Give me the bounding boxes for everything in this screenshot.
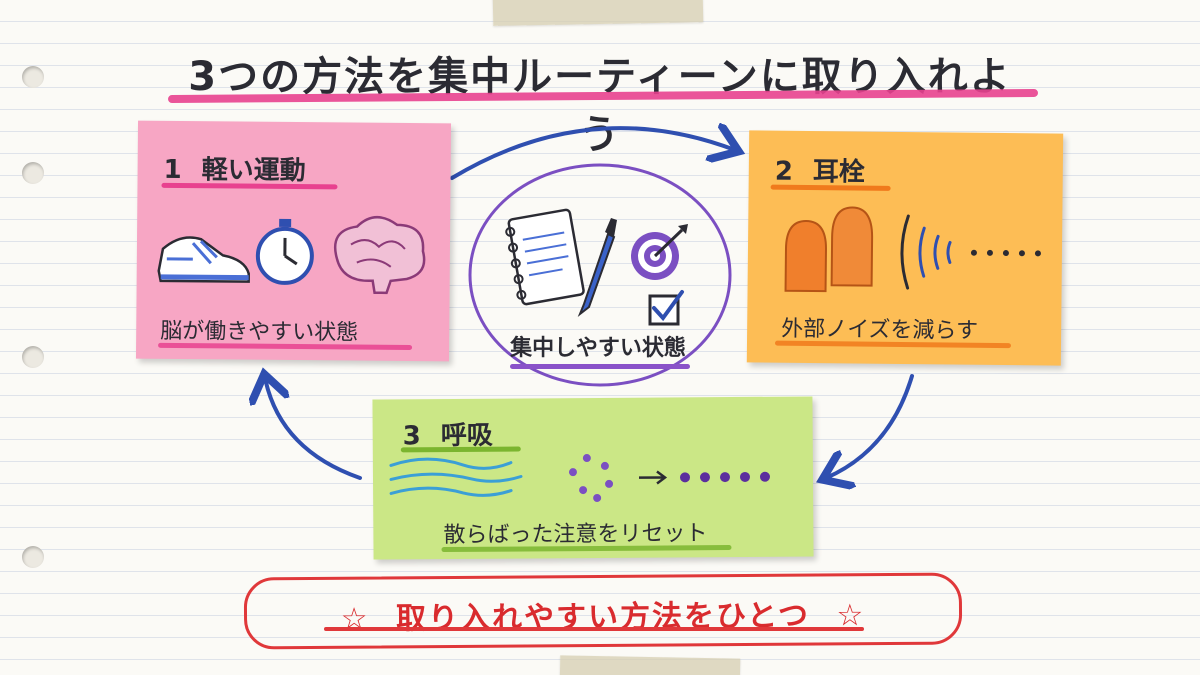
sneaker-icon	[157, 236, 250, 283]
arrow-right-icon	[638, 470, 668, 485]
method-note-1: 1 軽い運動 脳が働きやすい状態	[135, 120, 452, 362]
summary-banner: ☆ 取り入れやすい方法をひとつ ☆	[243, 572, 963, 650]
earplugs-icon	[784, 206, 874, 293]
binder-hole	[22, 546, 44, 568]
method-2-name: 耳栓	[812, 157, 866, 188]
banner-text: ☆ 取り入れやすい方法をひとつ ☆	[247, 590, 959, 639]
method-1-heading-underline	[161, 182, 338, 190]
center-icons	[505, 208, 688, 326]
banner-underline	[324, 627, 864, 631]
method-note-2: 2 耳栓 外部ノイズを減らす	[746, 130, 1064, 366]
scattered-dots-icon	[568, 454, 614, 502]
arrow-1-to-2	[450, 128, 735, 180]
method-1-name: 軽い運動	[201, 155, 306, 187]
method-1-number: 1	[163, 154, 182, 186]
notebook-icon	[505, 208, 585, 306]
method-2-caption: 外部ノイズを減らす	[781, 316, 979, 344]
aligned-dots-icon	[679, 471, 770, 483]
method-2-heading: 2 耳栓	[775, 151, 865, 189]
method-3-caption: 散らばった注意をリセット	[443, 521, 708, 549]
method-2-icons	[784, 206, 1041, 293]
method-3-caption-underline	[441, 545, 732, 553]
binder-hole	[22, 346, 44, 368]
method-1-heading: 1 軽い運動	[163, 149, 305, 187]
method-2-number: 2	[774, 156, 794, 187]
sound-waves-icon	[900, 214, 952, 290]
method-1-icons	[157, 215, 426, 295]
method-3-icons	[389, 454, 770, 502]
star-left-icon: ☆	[340, 601, 370, 637]
breath-wind-icon	[389, 457, 523, 497]
stopwatch-icon	[255, 218, 314, 285]
binder-hole	[22, 66, 44, 88]
center-underline	[510, 364, 690, 369]
pen-icon	[577, 218, 617, 318]
method-2-caption-underline	[774, 340, 1012, 349]
method-1-caption-underline	[158, 342, 413, 351]
binder-hole	[22, 162, 44, 184]
checkbox-icon	[648, 290, 684, 326]
arrow-2-to-3	[826, 374, 914, 478]
center-label: 集中しやすい状態	[510, 336, 686, 361]
method-1-caption: 脳が働きやすい状態	[160, 318, 359, 346]
sound-dots-icon	[970, 249, 1041, 257]
arrow-3-to-1	[265, 378, 362, 480]
target-icon	[631, 224, 688, 280]
brain-icon	[333, 215, 426, 295]
